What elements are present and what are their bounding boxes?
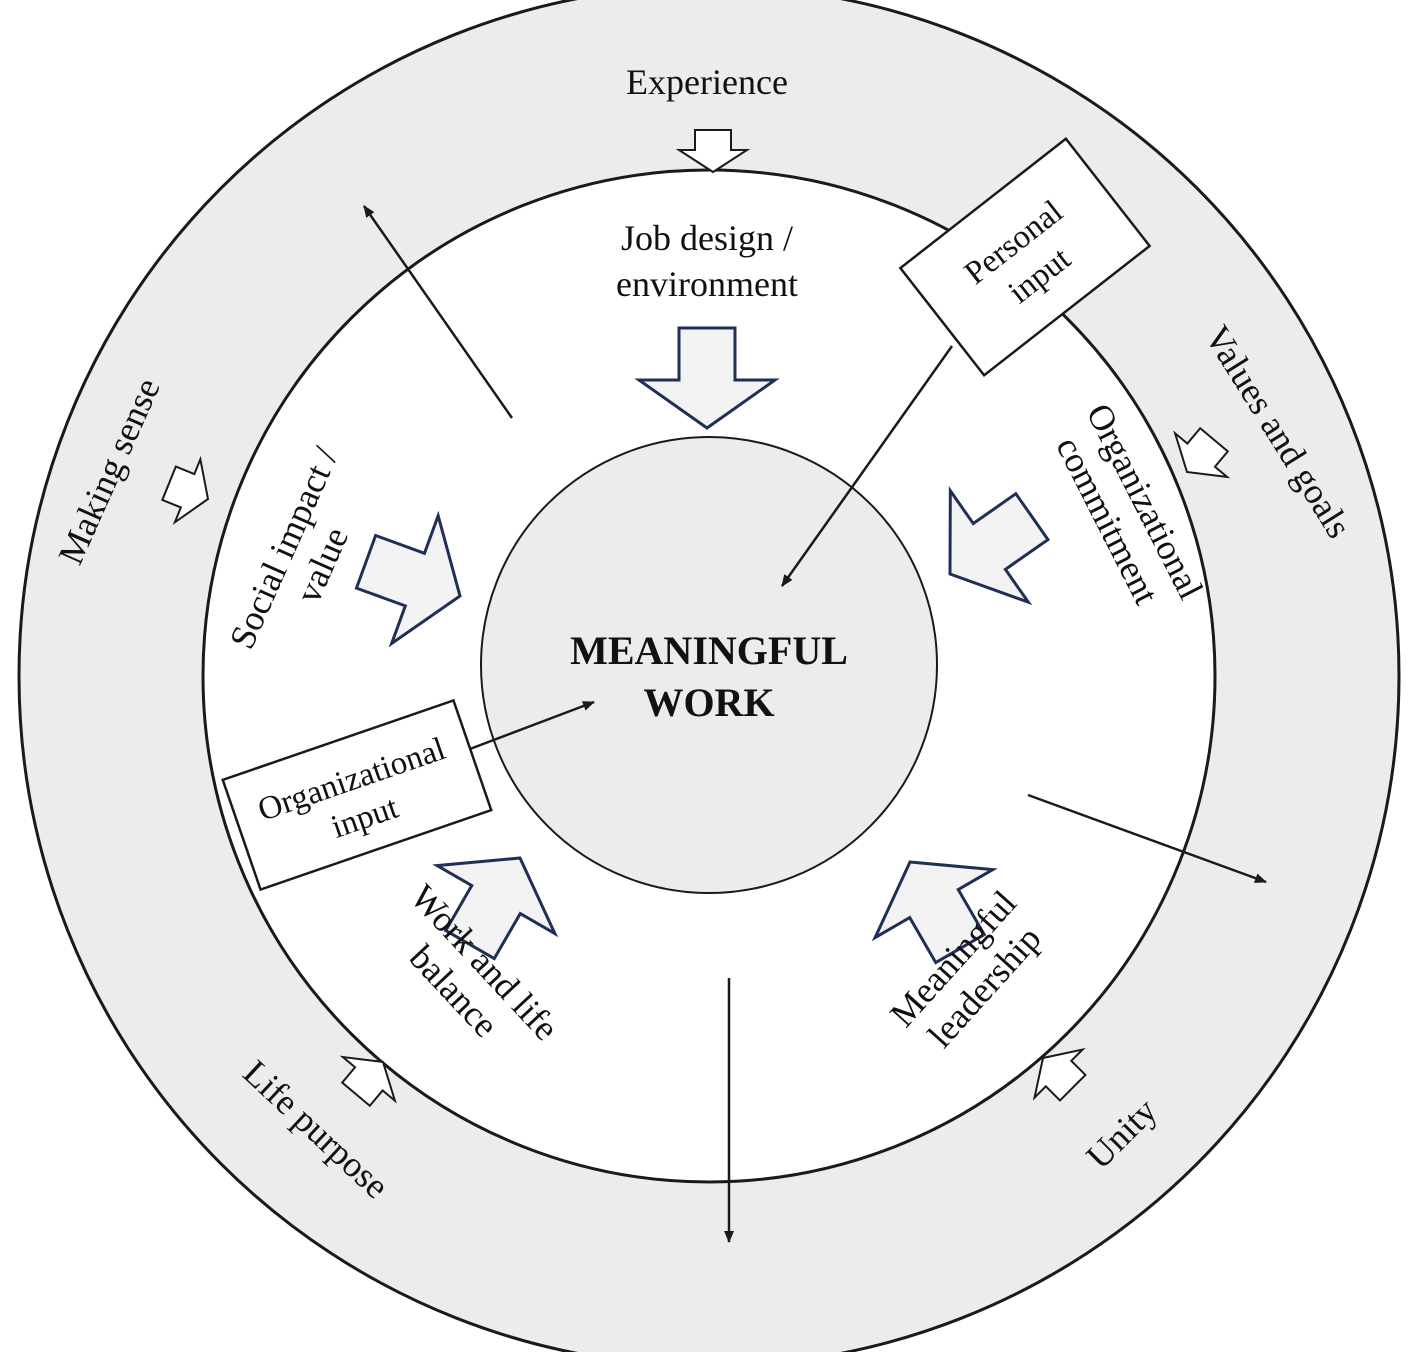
- outer-label-experience: Experience: [626, 62, 788, 102]
- personal-input-box: Personal input: [898, 137, 1152, 377]
- organizational-input-connector-arrow: [461, 700, 595, 754]
- center-circle: [480, 436, 938, 894]
- right-outward-arrow: [1027, 793, 1267, 884]
- center-title-line-1: MEANINGFUL: [570, 628, 848, 673]
- center-title-line-2: WORK: [643, 680, 774, 725]
- personal-input-connector-arrow: [780, 345, 954, 587]
- inner-label-job-design: Job design / environment: [616, 218, 798, 304]
- upper-left-outward-arrow: [362, 205, 514, 419]
- svg-text:Job design /: Job design /: [621, 218, 793, 258]
- svg-text:environment: environment: [616, 264, 798, 304]
